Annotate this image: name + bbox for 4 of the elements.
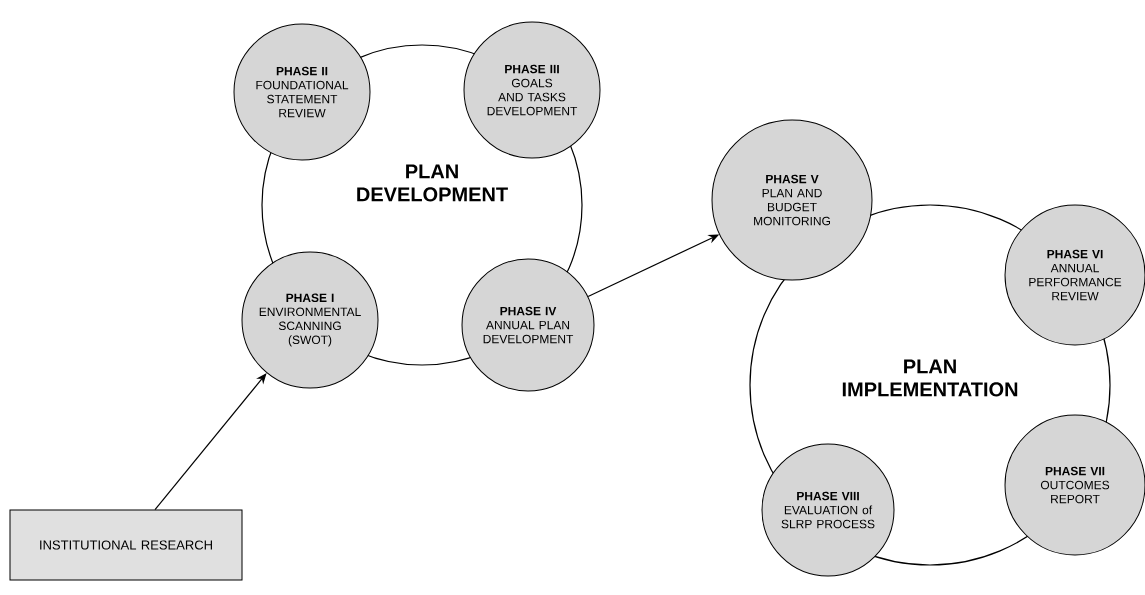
phase-group-title: PLAN IMPLEMENTATION	[842, 359, 1018, 397]
process-box: INSTITUTIONAL RESEARCH	[9, 509, 243, 581]
phase-group-title: PLAN DEVELOPMENT	[357, 164, 508, 202]
arrow	[154, 373, 267, 511]
